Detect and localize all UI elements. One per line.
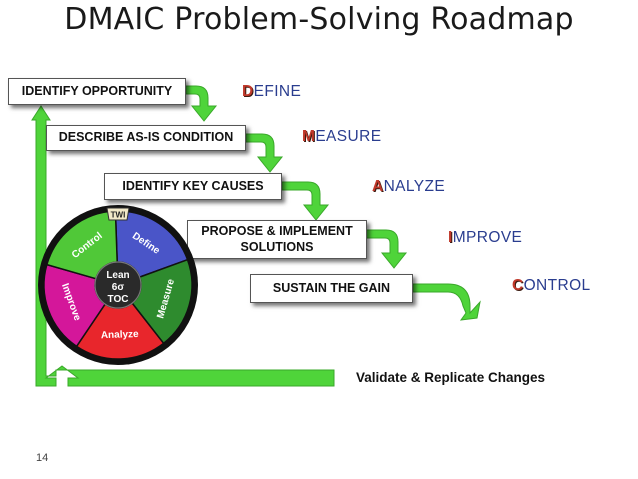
flow-arrow-1 [185,85,218,122]
phase-control: CONTROL [512,277,591,294]
feedback-loop-arrow [31,105,335,387]
feedback-label: Validate & Replicate Changes [356,370,546,385]
wheel-center [94,261,142,309]
svg-text:TWI: TWI [111,211,126,220]
phase-analyze: ANALYZE [372,178,446,195]
page-title: DMAIC Problem-Solving Roadmap [64,2,574,37]
step-describe-as-is: DESCRIBE AS-IS CONDITION [46,125,246,151]
flow-arrow-2 [245,133,284,173]
step-propose-implement: PROPOSE & IMPLEMENT SOLUTIONS [187,220,367,259]
phase-measure: MEASURE [302,128,382,145]
step-identify-key-causes: IDENTIFY KEY CAUSES [104,173,282,200]
step-identify-opportunity: IDENTIFY OPPORTUNITY [8,78,186,105]
phase-improve: IMPROVE [448,229,523,246]
wheel-label-analyze: Analyze [101,329,140,341]
step-sustain-the-gain: SUSTAIN THE GAIN [250,274,413,303]
phase-define: DEFINE [242,83,302,100]
wheel-center-line-3: TOC [108,294,129,305]
page-number: 14 [36,452,49,464]
wheel-center-line-1: Lean [106,270,129,281]
wheel-tab-twi: TWI [106,207,130,221]
wheel-center-line-2: 6σ [112,282,125,293]
flow-arrow-5 [412,283,481,321]
flow-arrow-4 [365,229,408,269]
flow-arrow-3 [281,181,330,221]
